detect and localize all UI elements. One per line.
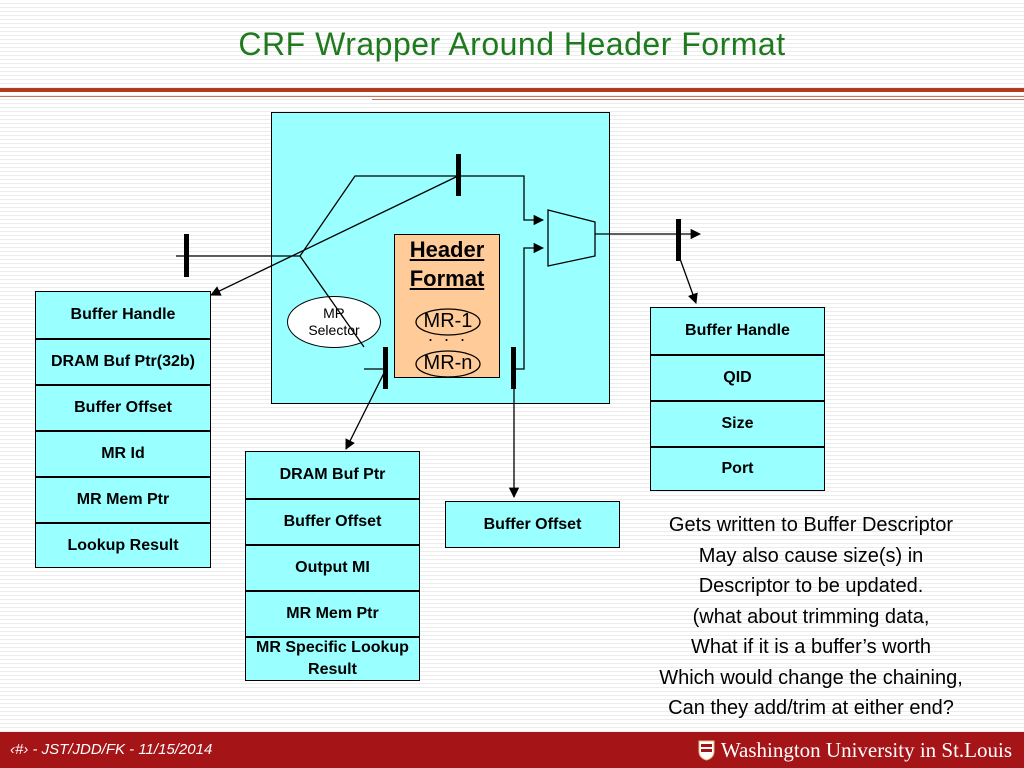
description-line: Which would change the chaining, [659,666,963,689]
description-line: What if it is a buffer’s worth [690,636,932,658]
output-register-bar [676,219,681,261]
description-text: Gets written to Buffer Descriptor May al… [606,510,1016,724]
input-register-bar [184,234,189,277]
to-middle-table-wire [345,368,387,450]
title-rule-thin [0,96,1024,97]
middle-table-cell: MR Specific Lookup Result [246,636,419,680]
mr-1-label: MR-1 [423,310,473,332]
middle-table: DRAM Buf Ptr Buffer Offset Output MI MR … [245,451,420,681]
mux-shape [547,209,596,267]
title-rule [0,88,1024,92]
upper-feed-wire [299,175,545,257]
description-line: (what about trimming data, [692,605,930,628]
slide-title: CRF Wrapper Around Header Format [238,26,786,62]
middle-table-cell: DRAM Buf Ptr [279,466,386,483]
output-table-cell: QID [651,354,824,400]
input-table: Buffer Handle DRAM Buf Ptr(32b) Buffer O… [35,291,211,568]
input-table-cell: MR Id [36,430,210,476]
output-table-cell: Size [651,400,824,446]
mr-n-ellipse [415,350,481,378]
university-logo: Washington University in St.Louis [698,737,1012,763]
university-logo-text: Washington University in St.Louis [720,737,1012,762]
to-output-table-wire [678,255,698,304]
input-table-cell: Buffer Handle [70,306,176,323]
input-table-cell: Buffer Offset [36,384,210,430]
middle-table-cell: Buffer Offset [246,498,419,544]
upper-register-bar [456,154,461,196]
mr-selector-line2: Selector [308,322,360,338]
output-table-cell: Port [651,446,824,490]
header-format-label-1: Header [409,237,485,262]
footer-bar: ‹#› - JST/JDD/FK - 11/15/2014 Washington… [0,732,1024,768]
description-line: Can they add/trim at either end? [668,697,954,719]
header-format-label-2: Format [409,266,485,291]
buffer-offset-box: Buffer Offset [445,501,620,548]
description-line: May also cause size(s) in [698,544,924,567]
output-table: Buffer Handle QID Size Port [650,307,825,491]
middle-table-cell: Output MI [246,544,419,590]
shield-icon [698,740,715,761]
middle-table-cell: MR Mem Ptr [246,590,419,636]
header-to-mux-wire [514,242,545,370]
mr-selector-line1: MR [323,305,345,321]
input-table-cell: DRAM Buf Ptr(32b) [36,338,210,384]
description-line: Descriptor to be updated. [698,575,924,597]
mr-n-label: MR-n [423,352,473,374]
selector-feed-wire [299,255,365,348]
offset-register-bar [511,347,516,389]
mr-1-ellipse [415,308,481,336]
description-line: Gets written to Buffer Descriptor [668,514,954,536]
input-table-cell: Lookup Result [36,522,210,567]
selector-register-bar [383,347,388,389]
buffer-offset-cell: Buffer Offset [483,515,582,533]
input-table-cell: MR Mem Ptr [36,476,210,522]
header-format-block: Header Format [394,234,500,378]
output-table-cell: Buffer Handle [685,322,790,339]
selector-to-input-wire [210,175,459,296]
title-rule-thin-short [372,99,1024,100]
footer-text: ‹#› - JST/JDD/FK - 11/15/2014 [10,741,213,758]
mr-dots: . . . [427,325,468,345]
mr-selector: MR Selector [287,296,381,348]
